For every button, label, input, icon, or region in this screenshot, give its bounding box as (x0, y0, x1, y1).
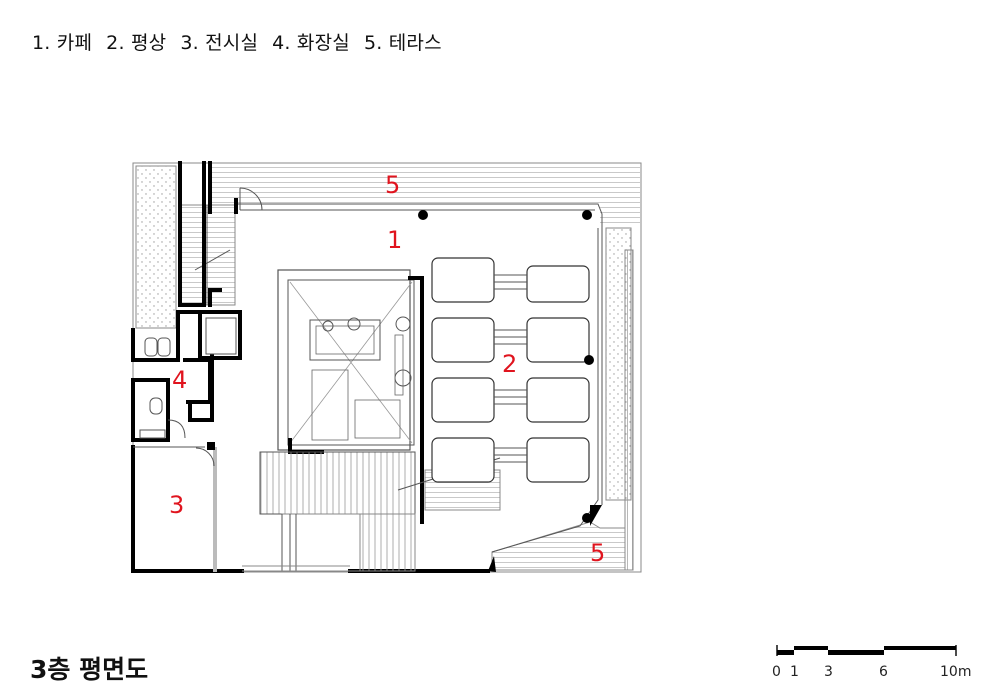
scale-tick-10: 10m (940, 664, 971, 680)
legend-item-terrace: 5. 테라스 (363, 32, 442, 54)
scale-tick-6: 6 (879, 664, 888, 680)
column (418, 210, 428, 220)
scale-tick-1: 1 (790, 664, 799, 680)
seating-pods (431, 257, 590, 483)
column (584, 355, 594, 365)
right-facade (491, 225, 603, 553)
scale-tick-0: 0 (772, 664, 781, 680)
restroom-block (131, 310, 242, 442)
label-terrace-top: 5 (385, 171, 400, 199)
legend-item-restroom: 4. 화장실 (272, 32, 350, 54)
columns (418, 210, 594, 523)
column (582, 513, 592, 523)
label-restroom: 4 (172, 366, 187, 394)
pod-row-1 (431, 257, 590, 303)
legend-item-platform: 2. 평상 (106, 32, 167, 54)
central-stairs (242, 451, 416, 572)
terrace-left-strip (135, 165, 177, 329)
room-legend: 1. 카페 2. 평상 3. 전시실 4. 화장실 5. 테라스 (32, 28, 456, 55)
stairs-left (179, 204, 236, 306)
column (582, 210, 592, 220)
pod-row-2 (431, 317, 590, 363)
label-terrace-bottom: 5 (590, 539, 605, 567)
label-platform: 2 (502, 350, 517, 378)
terrace-right-strip (605, 227, 634, 571)
central-void (277, 269, 424, 524)
scale-bar: 0 1 3 6 10m (772, 645, 971, 680)
pod-row-4 (431, 437, 590, 483)
label-cafe: 1 (387, 226, 402, 254)
legend-item-cafe: 1. 카페 (32, 32, 93, 54)
pod-row-3 (431, 377, 590, 423)
cafe-walls (234, 198, 603, 225)
terrace-top (210, 164, 640, 225)
legend-item-exhibition: 3. 전시실 (180, 32, 259, 54)
plan-title: 3층 평면도 (30, 655, 149, 684)
label-exhibition: 3 (169, 491, 184, 519)
door-swings (195, 187, 263, 467)
core-walls (178, 161, 222, 307)
scale-tick-3: 3 (824, 664, 833, 680)
